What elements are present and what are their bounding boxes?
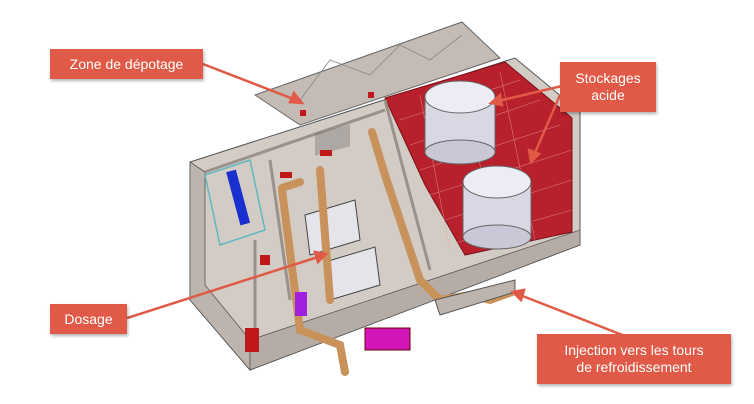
acid-tank-1	[424, 80, 496, 165]
unloading-zone-roof	[253, 21, 501, 126]
label-unloading-zone: Zone de dépotage	[50, 49, 203, 79]
label-acid-storage: Stockages acide	[560, 62, 656, 112]
label-injection: Injection vers les tours de refroidissem…	[537, 334, 731, 384]
dosing-skid-1	[304, 124, 361, 256]
acid-tank-2	[462, 165, 532, 250]
label-dosing: Dosage	[50, 304, 127, 334]
arrow-unloading-zone	[202, 62, 297, 102]
building-wall-bottom	[249, 229, 581, 371]
arrow-acid-storage-2	[532, 94, 562, 156]
arrow-injection	[519, 293, 626, 338]
magenta-unit-1	[364, 327, 411, 351]
red-equipment	[245, 92, 374, 352]
magenta-unit-2	[295, 292, 307, 316]
arrow-dosing	[126, 255, 319, 320]
arrow-acid-storage-1	[497, 84, 563, 103]
blue-tank	[226, 169, 251, 226]
